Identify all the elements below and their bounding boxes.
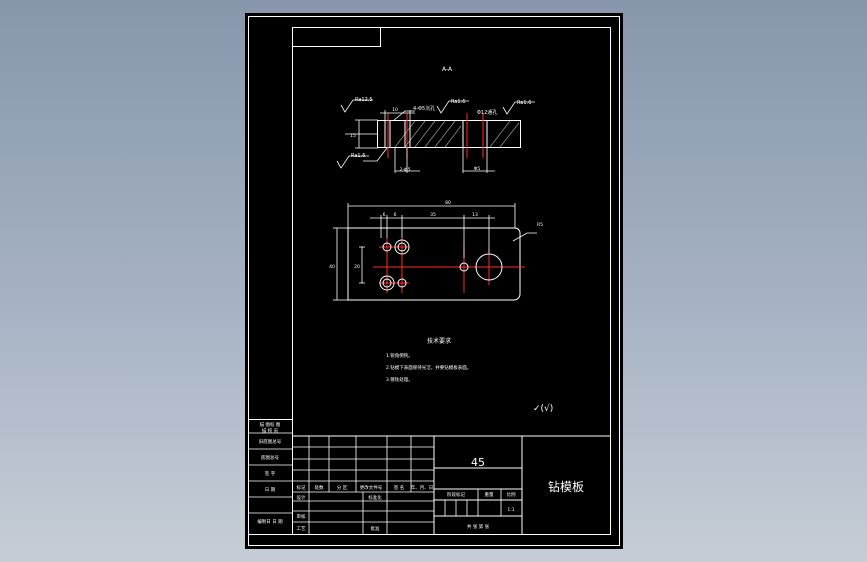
sheets-label: 共 张 第 张 xyxy=(467,523,490,530)
roughness-symbol-left-bottom xyxy=(336,155,369,169)
part-name: 钻模板 xyxy=(548,479,584,494)
left-strip-row-6: 日 期 xyxy=(265,487,276,493)
hole-note-right: Φ12通孔 xyxy=(477,109,497,116)
dim-inner-height: 20 xyxy=(354,264,360,270)
leader-left xyxy=(392,110,415,122)
counterbore-top-outer xyxy=(394,239,410,255)
hole-note-left: 4-Φ5沉孔 xyxy=(413,105,435,112)
side-dim-bottom-left: 2-Φ5 xyxy=(400,167,411,173)
rev-header-count: 处数 xyxy=(315,484,324,491)
drawing-sheet: A-A xyxy=(245,13,623,549)
side-view: Ra12.5 Ra1.6 Ra1.6 Ra1.6 4-Φ5沉孔 Φ12通孔 10… xyxy=(336,97,535,173)
radius-leader xyxy=(512,232,537,242)
rev-header-doc: 更改文件号 xyxy=(360,484,383,491)
left-strip-frame xyxy=(248,419,293,535)
corner-code-box xyxy=(292,27,381,47)
pin-hole-top xyxy=(382,242,392,252)
roughness-symbol-right xyxy=(502,101,535,115)
side-view-outline xyxy=(377,120,521,148)
dim-height: 40 xyxy=(329,264,335,270)
rev-header-sign: 签 名 xyxy=(394,484,404,491)
large-through-hole xyxy=(475,253,503,281)
role-review: 审核 xyxy=(297,513,306,520)
dim-overall-length: 80 xyxy=(445,200,451,206)
drawing-canvas: A-A xyxy=(248,16,620,546)
side-dim-10: 10 xyxy=(392,107,398,113)
dim-b: 6 xyxy=(394,212,397,218)
top-view-outline xyxy=(347,227,521,301)
scale-label: 比例 xyxy=(507,491,516,498)
top-dimension-lines xyxy=(333,203,537,301)
role-standard: 标准化 xyxy=(368,494,382,501)
inner-frame xyxy=(292,27,611,535)
side-dimension-lines xyxy=(345,110,495,173)
side-dim-thickness: 15 xyxy=(350,133,356,139)
role-process: 工艺 xyxy=(297,526,306,532)
roughness-left-bottom: Ra1.6 xyxy=(351,153,365,159)
material-value: 45 xyxy=(471,456,485,469)
side-dim-bottom-right: Φ5 xyxy=(474,166,481,172)
section-label: A-A xyxy=(442,66,453,73)
leader-left-bottom xyxy=(363,147,388,162)
role-approve: 批准 xyxy=(371,525,380,532)
rev-header-mark: 标记 xyxy=(297,484,306,491)
left-strip: 描 图标 图 描 校 员 旧底图总号 底图总号 签 字 日 期 编制日 日 期 xyxy=(248,419,293,535)
scale-value: 1:1 xyxy=(507,507,514,513)
role-design: 设计 xyxy=(297,494,306,501)
notes-title: 技术要求 xyxy=(427,337,451,345)
counterbore-bottom-outer xyxy=(379,275,395,291)
dim-a: 6 xyxy=(383,212,386,218)
left-strip-row-7: 编制日 日 期 xyxy=(257,518,283,525)
note-1: 1.锐角倒钝。 xyxy=(386,352,413,359)
roughness-symbol-left-top xyxy=(340,99,373,113)
side-centerlines xyxy=(387,113,484,158)
roughness-mid: Ra1.6 xyxy=(451,99,465,105)
stage-label: 阶段标记 xyxy=(447,491,465,498)
title-block: 45 钻模板 标记 处数 分 区 更改文件号 签 名 年、月、日 设计 标准化 … xyxy=(293,435,610,534)
roughness-left-top: Ra12.5 xyxy=(355,97,373,103)
small-through-hole xyxy=(459,262,469,272)
left-strip-row-1: 描 图标 图 xyxy=(260,421,281,428)
left-strip-row-5: 签 字 xyxy=(265,470,276,477)
dim-d: 13 xyxy=(472,212,478,218)
general-roughness: ✓(√) xyxy=(533,403,553,414)
rev-header-date: 年、月、日 xyxy=(411,484,434,491)
top-holes xyxy=(379,239,503,291)
pin-hole-bottom xyxy=(397,278,407,288)
roughness-right: Ra1.6 xyxy=(517,100,531,106)
left-strip-row-2: 描 校 员 xyxy=(262,427,279,434)
note-2: 2.钻模下表面保持光洁，并要钻模板表面。 xyxy=(386,364,471,371)
rev-header-zone: 分 区 xyxy=(337,484,348,491)
side-hole-walls xyxy=(384,121,488,147)
roughness-symbol-mid xyxy=(436,100,469,114)
counterbore-top-inner xyxy=(397,242,407,252)
section-hatching xyxy=(394,120,520,148)
dim-c: 35 xyxy=(430,212,436,218)
outer-frame xyxy=(248,16,620,546)
note-3: 3.镀钛处理。 xyxy=(386,376,413,383)
weight-label: 重量 xyxy=(485,491,494,498)
left-strip-row-3: 旧底图总号 xyxy=(259,438,282,445)
top-view: 80 6 6 35 13 40 20 R5 xyxy=(329,200,543,301)
left-strip-row-4: 底图总号 xyxy=(261,454,279,461)
roughness-symbols xyxy=(336,99,535,169)
dim-radius: R5 xyxy=(537,222,543,228)
counterbore-bottom-inner xyxy=(382,278,392,288)
